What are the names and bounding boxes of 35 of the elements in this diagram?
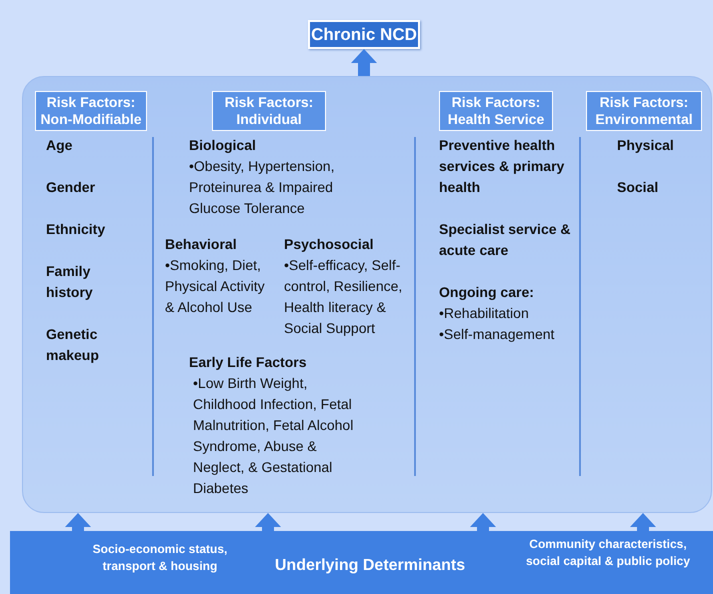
category-header: Risk Factors: Individual (212, 91, 326, 131)
factor-text: •Rehabilitation (439, 304, 530, 323)
block-arrow (470, 513, 496, 531)
category-heading: Genetic makeup (46, 325, 100, 365)
category-header: Risk Factors: Non-Modifiable (35, 91, 147, 131)
determinant-note: Socio-economic status, transport & housing (92, 541, 228, 575)
category-heading: Specialist service & acute care (439, 220, 572, 260)
determinants-bar (10, 531, 713, 594)
block-arrow (630, 513, 656, 531)
determinant-note: Community characteristics, social capital & public policy (524, 536, 692, 570)
category-header: Risk Factors: Health Service (439, 91, 553, 131)
category-header: Risk Factors: Environmental (586, 91, 702, 131)
category-heading: Gender (46, 178, 96, 197)
risk-factor-panel (22, 76, 712, 513)
category-heading: Age (46, 136, 74, 155)
outcome-box: Chronic NCD (308, 20, 420, 49)
category-heading: Behavioral (165, 235, 238, 254)
category-heading: Family history (46, 262, 94, 302)
factor-text: •Self-management (439, 325, 556, 344)
factor-text: •Low Birth Weight, Childhood Infection, Fetal Malnutrition, Fetal Alcohol Syndrome, Abuse & Neglect, & Gestational Diabetes (193, 374, 354, 498)
category-heading: Early Life Factors (189, 353, 308, 372)
category-heading: Physical (617, 136, 675, 155)
category-heading: Social (617, 178, 660, 197)
category-heading: Psychosocial (284, 235, 374, 254)
determinants-title: Underlying Determinants (274, 556, 466, 576)
category-heading: Biological (189, 136, 257, 155)
block-arrow (351, 49, 377, 76)
block-arrow (255, 513, 281, 531)
category-heading: Preventive health services & primary health (439, 136, 566, 197)
factor-text: •Self-efficacy, Self-control, Resilience, Health literacy & Social Support (284, 256, 404, 338)
factor-text: •Smoking, Diet, Physical Activity & Alcohol Use (165, 256, 266, 317)
block-arrow (65, 513, 91, 531)
category-heading: Ethnicity (46, 220, 106, 239)
factor-text: •Obesity, Hypertension, Proteinurea & Impaired Glucose Tolerance (189, 157, 336, 218)
category-heading: Ongoing care: (439, 283, 535, 302)
